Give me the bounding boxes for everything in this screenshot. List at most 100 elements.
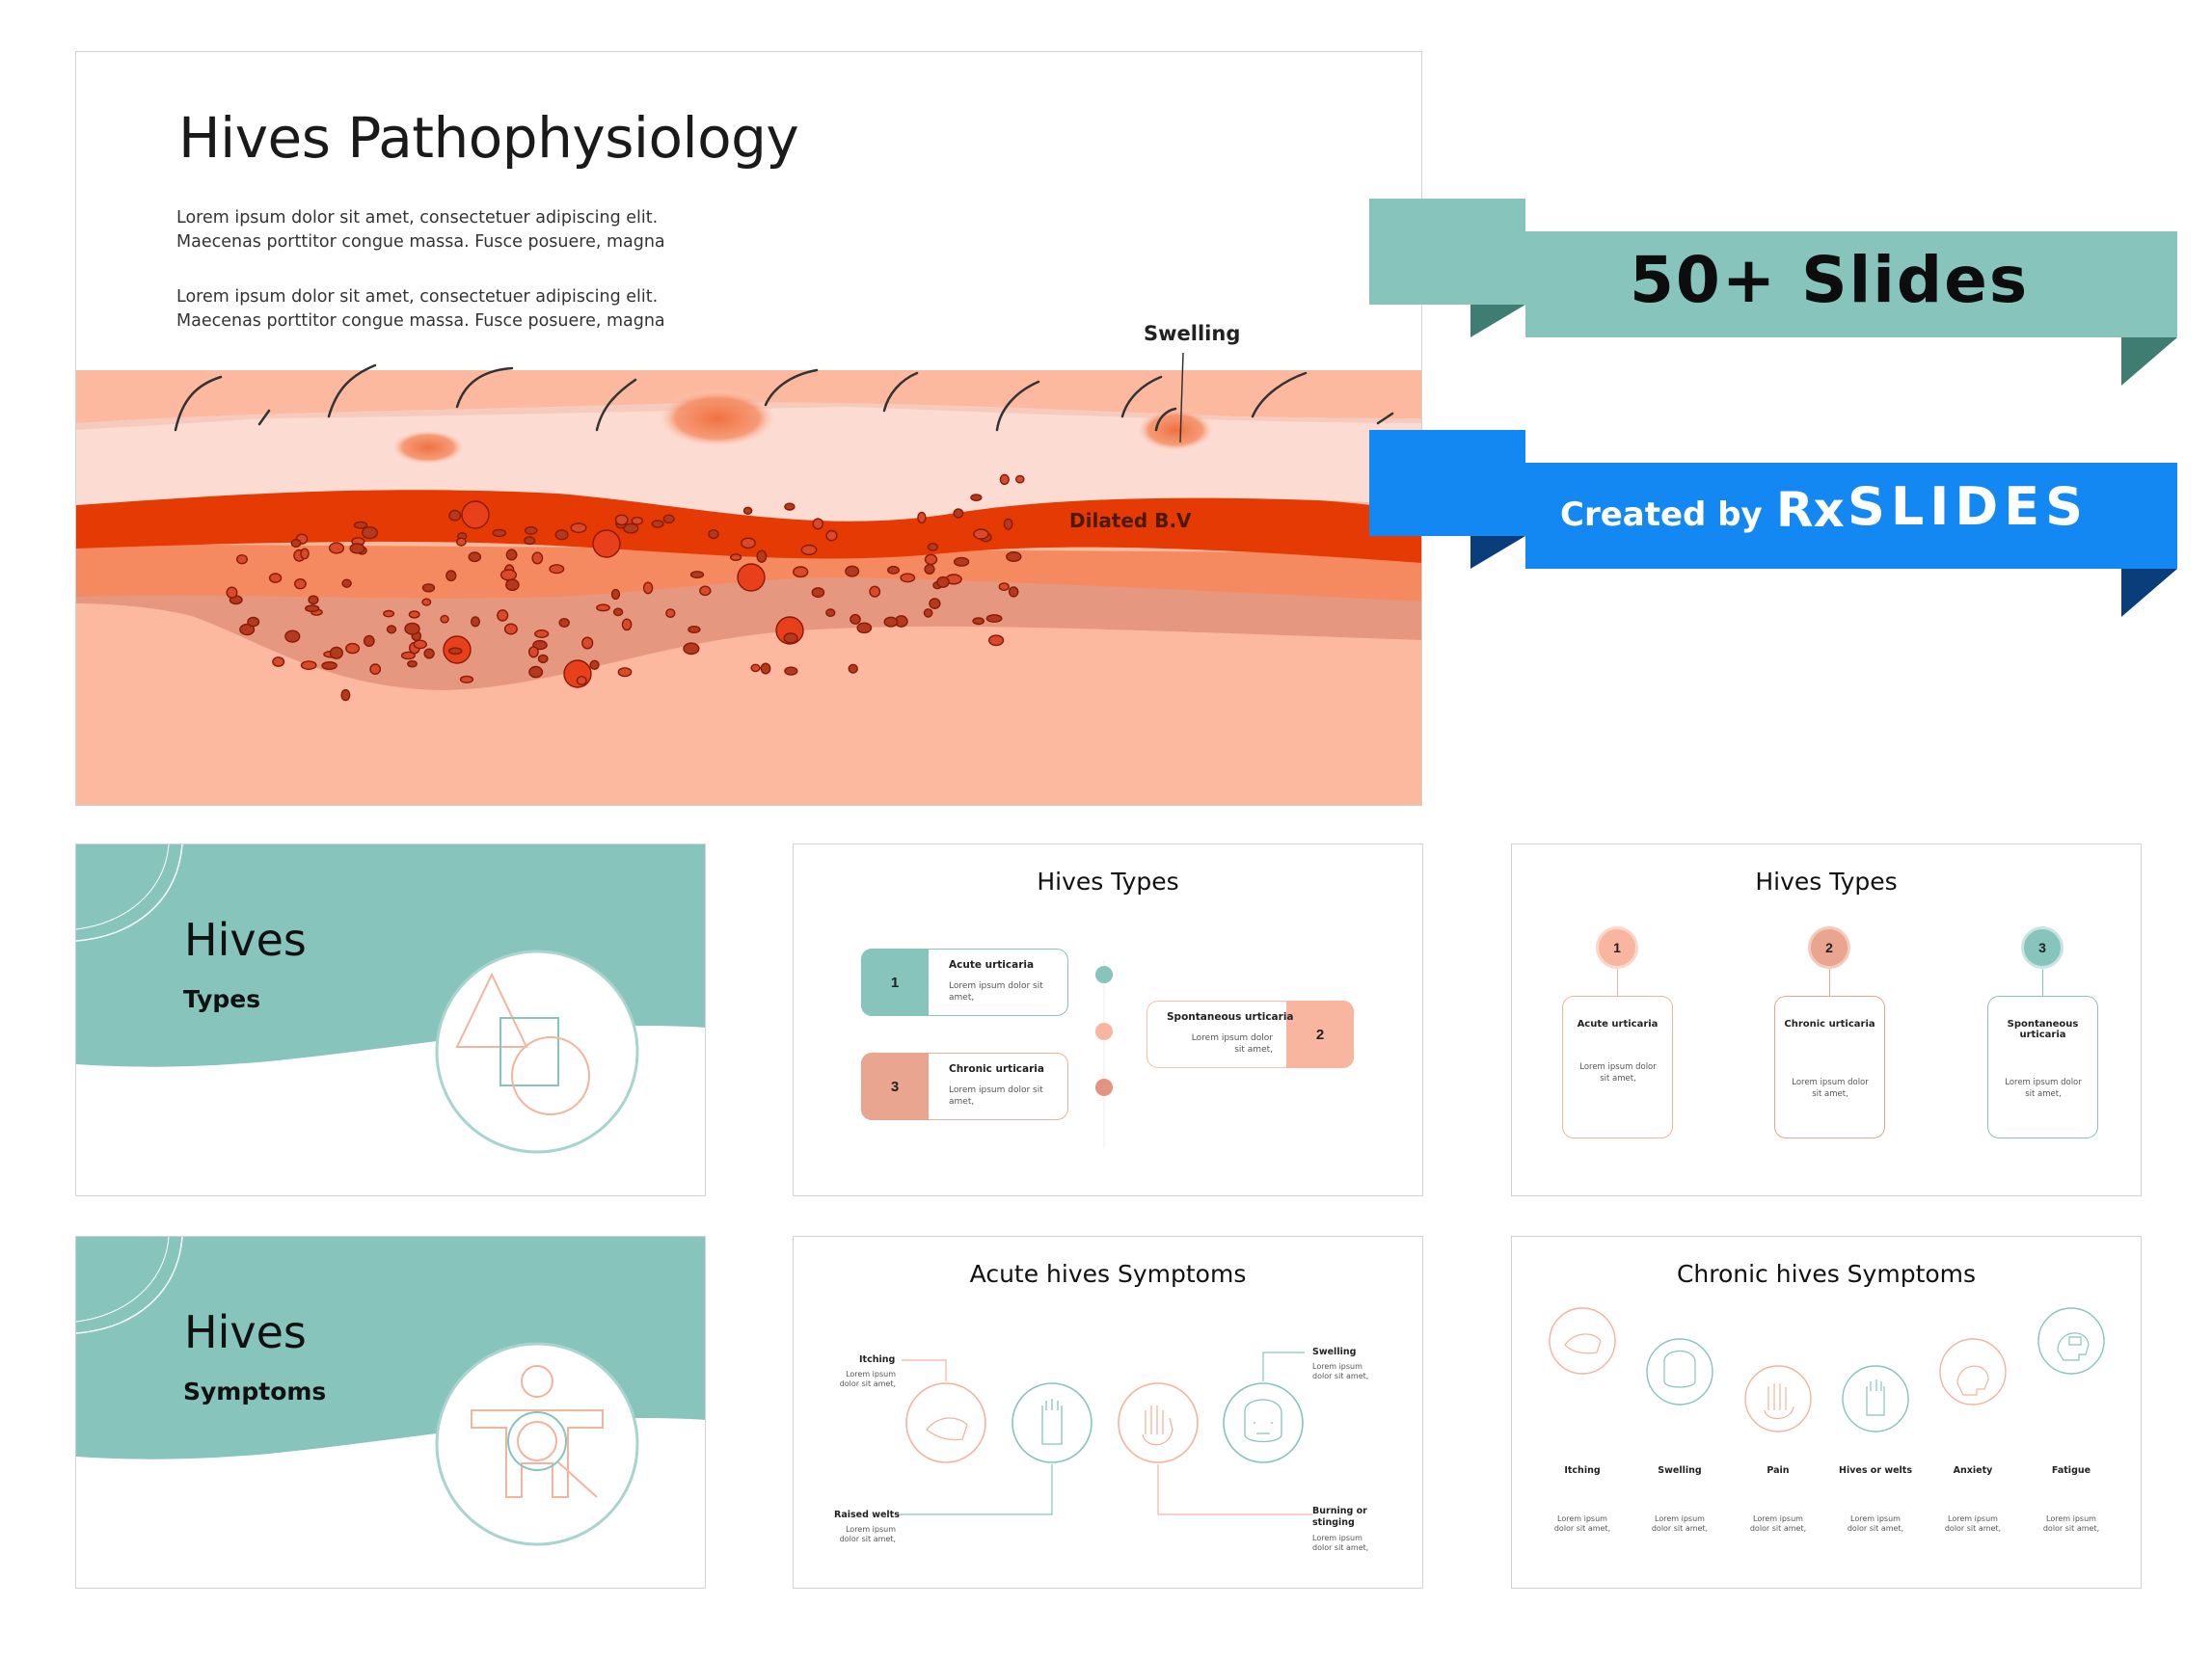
- hero-paragraph-1: Lorem ipsum dolor sit amet, consectetuer…: [176, 208, 665, 252]
- blood-cell: [549, 564, 565, 575]
- blood-cell: [499, 569, 518, 581]
- symptom-name-itching: Itching: [859, 1354, 896, 1365]
- blood-cell: [985, 614, 1003, 623]
- blood-cell: [900, 573, 916, 583]
- chronic-symptom-icons: [1549, 1307, 2105, 1432]
- blood-cell: [362, 526, 379, 540]
- type-item-number: 2: [1286, 1001, 1354, 1068]
- blood-cell: [293, 578, 307, 590]
- type-item-number: 1: [861, 949, 929, 1016]
- blood-cell: [987, 634, 1005, 647]
- slide-heading: Hives Types: [1037, 868, 1179, 896]
- chronic-symptom-desc: Lorem ipsum dolor sit amet,: [1944, 1514, 2002, 1533]
- card-desc: Lorem ipsum dolor sit amet,: [2005, 1078, 2082, 1099]
- type-card-3: 3 Spontaneous urticaria Lorem ipsum dolo…: [1987, 926, 2098, 1138]
- blood-cell: [524, 536, 536, 546]
- teal-wave-background: [76, 844, 705, 1154]
- blood-cell: [503, 623, 518, 635]
- blood-cell: [999, 473, 1010, 486]
- brand-logo-rx: Rx: [1776, 482, 1845, 538]
- blood-cell: [800, 544, 818, 556]
- blood-cell: [741, 537, 756, 549]
- blood-cell: [848, 663, 858, 674]
- blood-cell: [576, 676, 587, 686]
- blood-cell: [970, 494, 983, 501]
- blood-cell: [505, 549, 518, 561]
- blood-cell: [998, 582, 1010, 591]
- type-item-1: 1 Acute urticaria Lorem ipsum dolor sit …: [861, 949, 1068, 1016]
- blood-cell: [953, 508, 964, 519]
- card-name: Spontaneous urticaria: [2007, 1019, 2079, 1040]
- blood-cell: [642, 581, 654, 595]
- blood-cell: [592, 529, 621, 558]
- slide-heading: Acute hives Symptoms: [969, 1260, 1247, 1288]
- person-symptom-icon: [471, 1365, 604, 1498]
- brand-logo-slides: SLIDES: [1848, 476, 2089, 537]
- blood-cell: [973, 528, 989, 540]
- blood-cell: [369, 663, 382, 675]
- blood-cell: [689, 571, 705, 579]
- blood-cell: [445, 570, 457, 582]
- blood-cell: [887, 565, 901, 575]
- blood-cell: [328, 542, 345, 554]
- blood-cell: [589, 659, 600, 670]
- hero-paragraph-2: Lorem ipsum dolor sit amet, consectetuer…: [176, 287, 665, 331]
- blood-cell: [383, 609, 395, 618]
- type-item-desc: Lorem ipsum dolor sit amet,: [1191, 1033, 1273, 1055]
- card-number: 2: [1808, 926, 1850, 969]
- slide-thumbnail-hives-types-cards[interactable]: Hives Types 1 Acute urticaria Lorem ipsu…: [1511, 843, 2142, 1196]
- slide-thumbnail-hives-types-title[interactable]: Hives Types: [75, 843, 706, 1196]
- blood-cell: [448, 509, 462, 522]
- hero-title: Hives Pathophysiology: [178, 105, 799, 171]
- chronic-symptom-desc: Lorem ipsum dolor sit amet,: [1847, 1514, 1904, 1533]
- symptom-name-swelling: Swelling: [1312, 1347, 1357, 1357]
- blood-cell: [272, 656, 285, 667]
- section-title: Hives: [184, 914, 307, 966]
- blood-cell: [349, 543, 365, 554]
- blood-cell: [699, 585, 712, 597]
- slide-thumbnail-hives-symptoms-title[interactable]: Hives Symptoms: [75, 1236, 706, 1589]
- blood-cell: [812, 518, 824, 530]
- blood-cell: [247, 616, 260, 628]
- blood-cell: [268, 573, 283, 583]
- blood-cell: [492, 528, 507, 538]
- blood-cell: [631, 516, 644, 525]
- blood-cell: [386, 625, 397, 634]
- blood-cell: [869, 585, 881, 598]
- blood-cell: [708, 529, 719, 540]
- type-item-desc: Lorem ipsum dolor sit amet,: [949, 981, 1043, 1003]
- blood-cell: [1015, 474, 1025, 484]
- blood-cell: [683, 642, 700, 656]
- blood-cell: [528, 665, 544, 679]
- chronic-symptom-name: Fatigue: [2051, 1465, 2091, 1476]
- blood-cell: [461, 500, 490, 529]
- chronic-symptom-desc: Lorem ipsum dolor sit amet,: [1749, 1514, 1807, 1533]
- blood-cell: [811, 587, 825, 599]
- slide-heading: Hives Types: [1755, 868, 1898, 896]
- blood-cell: [413, 639, 427, 650]
- blood-cell: [825, 529, 838, 542]
- type-card-1: 1 Acute urticaria Lorem ipsum dolor sit …: [1562, 926, 1673, 1138]
- blood-cell: [750, 663, 761, 673]
- symptom-name-raised-welts: Raised welts: [834, 1510, 900, 1520]
- skin-cross-section-illustration: [76, 352, 1421, 805]
- hero-slide-thumbnail[interactable]: Hives Pathophysiology Lorem ipsum dolor …: [75, 51, 1422, 806]
- created-by-text: Created by: [1560, 495, 1763, 534]
- blood-cell: [850, 613, 861, 625]
- slide-thumbnail-acute-symptoms[interactable]: Acute hives Symptoms Itching Lorem ipsum…: [793, 1236, 1423, 1589]
- type-item-2: 2 Spontaneous urticaria Lorem ipsum dolo…: [1146, 1001, 1354, 1068]
- blood-cell: [300, 660, 317, 670]
- blood-cell: [226, 586, 238, 599]
- chronic-symptom-desc: Lorem ipsum dolor sit amet,: [1651, 1514, 1709, 1533]
- blood-cell: [793, 566, 809, 578]
- chronic-symptom-desc: Lorem ipsum dolor sit amet,: [2042, 1514, 2100, 1533]
- blood-cell: [447, 647, 463, 656]
- section-subtitle: Types: [183, 985, 261, 1013]
- blood-cell: [845, 565, 860, 577]
- blood-cell: [404, 622, 420, 635]
- blood-cell: [953, 556, 970, 567]
- slide-thumbnail-hives-types-list[interactable]: Hives Types 1 Acute urticaria Lorem ipsu…: [793, 843, 1423, 1196]
- type-item-number: 3: [861, 1053, 929, 1120]
- blood-cell: [972, 617, 985, 626]
